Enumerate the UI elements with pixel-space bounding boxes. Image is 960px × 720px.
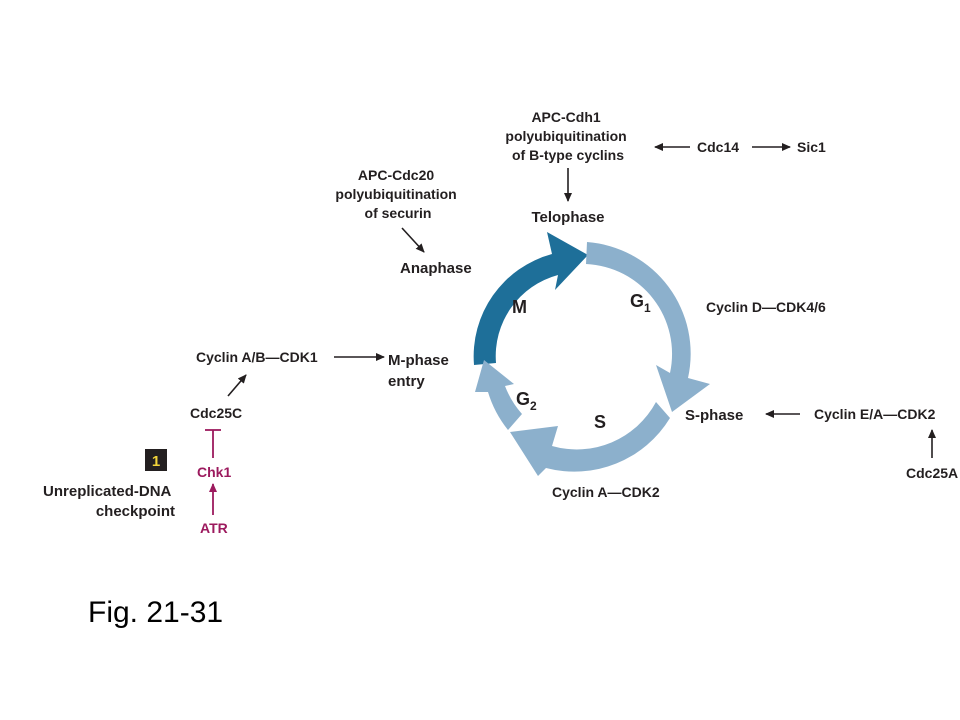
atr-label: ATR xyxy=(200,520,228,536)
apc-cdc20-to-anaphase-arrow xyxy=(401,227,425,253)
g1-arc-arrow xyxy=(586,242,710,412)
cyclin-ea-cdk2-label: Cyclin E/A—CDK2 xyxy=(814,406,936,422)
g2-arc-arrow xyxy=(475,360,522,430)
checkpoint-label: Unreplicated-DNA checkpoint xyxy=(43,483,175,520)
cdc25c-to-cyclin-ab-arrow xyxy=(227,374,247,397)
apc-cdh1-label: APC-Cdh1 polyubiquitination of B-type cy… xyxy=(505,109,630,163)
checkpoint-number-badge xyxy=(145,449,167,471)
s-arc-arrow xyxy=(510,402,670,476)
cdc25a-label: Cdc25A xyxy=(906,465,958,481)
chk1-label: Chk1 xyxy=(197,464,231,480)
telophase-label: Telophase xyxy=(531,209,604,226)
phase-g1-label: G1 xyxy=(630,291,651,315)
phase-s-label: S xyxy=(594,412,606,432)
apc-cdc20-label: APC-Cdc20 polyubiquitination of securin xyxy=(335,167,460,221)
checkpoint-number: 1 xyxy=(152,453,160,470)
phase-m-label: M xyxy=(512,297,527,317)
cyclin-a-cdk2-label: Cyclin A—CDK2 xyxy=(552,484,660,500)
cdc14-label: Cdc14 xyxy=(697,139,739,155)
s-phase-label: S-phase xyxy=(685,407,743,424)
cyclin-d-cdk46-label: Cyclin D—CDK4/6 xyxy=(706,299,826,315)
cdc25c-label: Cdc25C xyxy=(190,405,242,421)
anaphase-label: Anaphase xyxy=(400,260,472,277)
m-phase-arc-arrow xyxy=(473,232,588,365)
phase-g2-label: G2 xyxy=(516,389,537,413)
sic1-label: Sic1 xyxy=(797,139,826,155)
figure-caption: Fig. 21-31 xyxy=(88,596,224,629)
m-phase-entry-label: M-phase entry xyxy=(388,352,453,390)
cyclin-ab-cdk1-label: Cyclin A/B—CDK1 xyxy=(196,349,318,365)
